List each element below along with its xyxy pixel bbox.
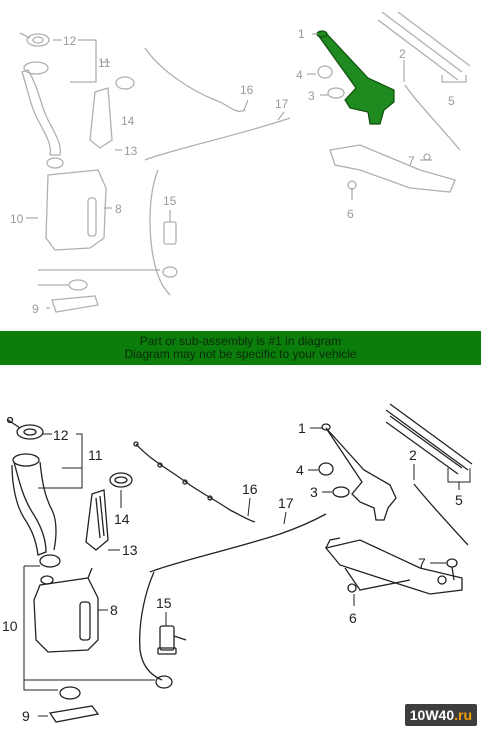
grommet-part (109, 472, 133, 488)
top-callout-6: 6 (347, 207, 354, 221)
callout-7: 7 (418, 555, 426, 571)
callout-17: 17 (278, 495, 294, 511)
top-callout-5: 5 (448, 94, 455, 108)
callout-1: 1 (298, 420, 306, 436)
top-callout-15: 15 (163, 194, 177, 208)
top-cap-part (19, 32, 50, 47)
bracket-9-part (48, 705, 100, 723)
banner-line-1: Part or sub-assembly is #1 in diagram (139, 334, 342, 348)
top-callout-10: 10 (10, 212, 24, 226)
callout-5: 5 (455, 492, 463, 508)
hose-long-part (149, 513, 327, 573)
cap-ring-part (6, 416, 44, 440)
filler-neck-part (11, 453, 57, 556)
site-watermark: 10W40 .ru (404, 704, 477, 726)
wiper-arm-2-part (413, 483, 469, 546)
callout-2: 2 (409, 447, 417, 463)
top-callout-1: 1 (298, 27, 305, 41)
linkage-part (324, 537, 463, 595)
bracket-part (85, 489, 109, 551)
wiper-blades-part (385, 403, 473, 475)
top-callout-2: 2 (399, 47, 406, 61)
top-callout-4: 4 (296, 68, 303, 82)
callout-11: 11 (88, 447, 103, 463)
callout-12: 12 (53, 427, 69, 443)
top-callout-14: 14 (121, 114, 135, 128)
reservoir-part (33, 567, 99, 653)
highlighted-wiper-arm (316, 30, 395, 125)
callout-10: 10 (2, 618, 18, 634)
wiper-arm-1-part (321, 423, 397, 521)
pump-part (157, 625, 187, 655)
top-callout-labels: 12 11 14 13 10 8 9 15 16 17 1 4 3 2 5 7 … (10, 27, 455, 316)
callout-4: 4 (296, 462, 304, 478)
bottom-leaders (23, 427, 471, 717)
notice-banner: Part or sub-assembly is #1 in diagram Di… (0, 331, 481, 365)
bottom-diagram (6, 403, 473, 723)
top-callout-12: 12 (63, 34, 77, 48)
callout-13: 13 (122, 542, 138, 558)
top-callout-9: 9 (32, 302, 39, 316)
top-callout-3: 3 (308, 89, 315, 103)
callout-8: 8 (110, 602, 118, 618)
top-reservoir (45, 169, 107, 251)
top-callout-16: 16 (240, 83, 254, 97)
top-leaders (26, 33, 467, 309)
top-callout-11: 11 (98, 56, 111, 70)
callout-14: 14 (114, 511, 130, 527)
reservoir-cap-part (39, 554, 61, 568)
top-callout-7: 7 (408, 154, 415, 168)
top-callout-8: 8 (115, 202, 122, 216)
watermark-brand: 10W40 (409, 707, 455, 723)
hose-part (135, 443, 256, 523)
bolt-part (446, 558, 458, 581)
callout-15: 15 (156, 595, 172, 611)
watermark-domain: .ru (454, 707, 472, 723)
callout-9: 9 (22, 708, 30, 724)
callout-6: 6 (349, 610, 357, 626)
callout-3: 3 (310, 484, 318, 500)
callout-16: 16 (242, 481, 258, 497)
banner-line-2: Diagram may not be specific to your vehi… (124, 347, 357, 361)
top-callout-17: 17 (275, 97, 289, 111)
bottom-callout-labels: 12 11 14 13 10 8 9 15 16 17 1 4 3 2 5 7 … (2, 420, 463, 724)
top-callout-13: 13 (124, 144, 138, 158)
top-diagram (19, 11, 471, 313)
top-filler-neck (21, 69, 62, 156)
